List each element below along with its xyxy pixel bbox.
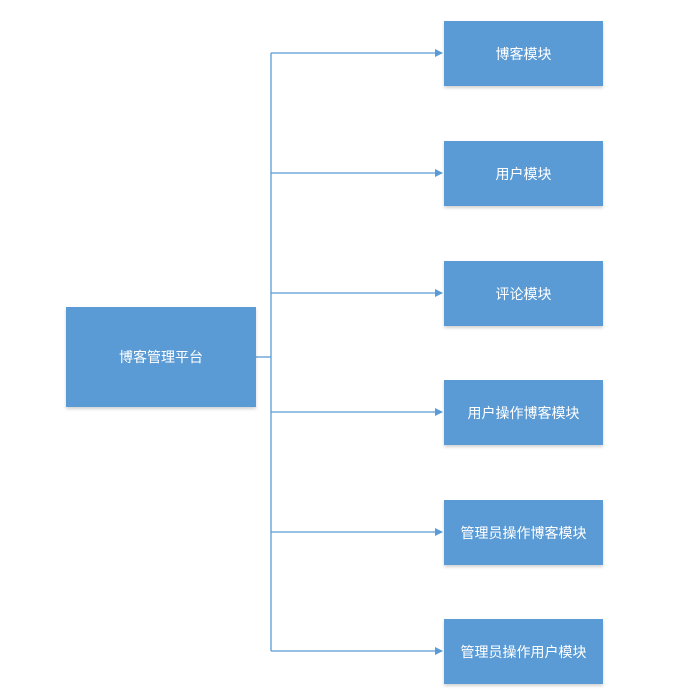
child-node-label: 管理员操作博客模块 — [460, 525, 587, 542]
child-node-comment-module: 评论模块 — [444, 261, 603, 326]
root-node-blog-platform: 博客管理平台 — [66, 307, 256, 407]
child-node-label: 管理员操作用户模块 — [460, 644, 587, 661]
child-node-label: 用户模块 — [495, 166, 552, 183]
child-node-admin-blog-ops-module: 管理员操作博客模块 — [444, 500, 603, 565]
child-node-label: 评论模块 — [495, 286, 552, 303]
child-node-admin-user-ops-module: 管理员操作用户模块 — [444, 619, 603, 684]
child-node-label: 博客模块 — [495, 46, 552, 63]
child-node-label: 用户操作博客模块 — [467, 405, 580, 422]
child-node-user-module: 用户模块 — [444, 141, 603, 206]
child-node-user-blog-ops-module: 用户操作博客模块 — [444, 380, 603, 445]
root-node-label: 博客管理平台 — [119, 350, 203, 366]
child-node-blog-module: 博客模块 — [444, 21, 603, 86]
